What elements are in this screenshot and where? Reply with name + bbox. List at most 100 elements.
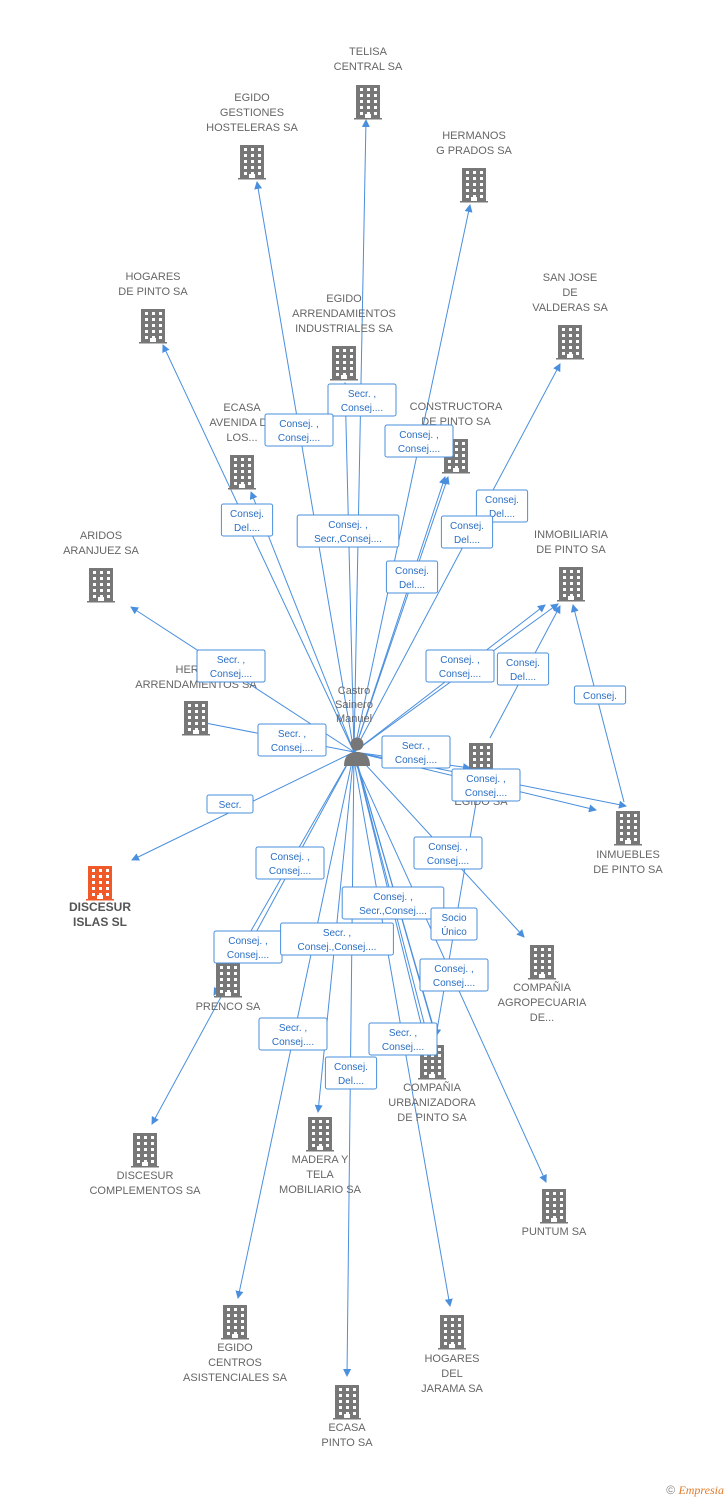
relation-label-inmuebles[interactable]: Consej. ,Consej.... xyxy=(451,768,521,802)
relation-label-aridos[interactable]: Secr. ,Consej.... xyxy=(196,649,266,683)
relation-text: Consej.Del.... xyxy=(450,521,484,546)
relation-text: Consej. ,Consej.... xyxy=(465,774,507,799)
relation-text: Secr. ,Consej.... xyxy=(395,741,437,766)
building-icon xyxy=(333,1385,361,1420)
copyright-symbol: © xyxy=(666,1483,676,1497)
person-icon xyxy=(344,737,370,766)
building-icon xyxy=(306,1117,334,1152)
relation-label-san-jose[interactable]: Consej.Del.... xyxy=(475,489,529,523)
relation-label-telisa[interactable]: Secr. ,Consej.... xyxy=(327,383,397,417)
relation-label-egido-gestiones[interactable]: Consej. ,Consej.... xyxy=(264,413,334,447)
company-node-prenco[interactable]: PRENCO SA xyxy=(196,963,261,1013)
building-icon xyxy=(221,1305,249,1340)
relation-label-constructora[interactable]: Consej.Del.... xyxy=(385,560,439,594)
relation-label-constructora[interactable]: Consej.Del.... xyxy=(440,515,494,549)
relation-text: Consej.Del.... xyxy=(395,566,429,591)
relation-label-discesur-comp[interactable]: Consej. ,Consej.... xyxy=(255,846,325,880)
relation-label-madera[interactable]: Secr. ,Consej.,Consej.... xyxy=(280,922,394,956)
building-icon xyxy=(238,145,266,180)
building-icon xyxy=(131,1133,159,1168)
copyright-notice: © Empresia xyxy=(666,1483,724,1498)
company-label-prenco: PRENCO SA xyxy=(196,1001,261,1013)
relation-text: Secr. ,Consej.... xyxy=(382,1028,424,1053)
relation-text: Secr. ,Consej.,Consej.... xyxy=(298,928,377,953)
relation-text: Secr. ,Consej.... xyxy=(271,729,313,754)
edge-line-egido-arrendamientos xyxy=(341,382,355,753)
relation-label-hero[interactable]: Secr. ,Consej.... xyxy=(257,723,327,757)
relation-label-inmobiliaria[interactable]: Consej.Del.... xyxy=(496,652,550,686)
relation-label-compania-agro[interactable]: Consej. ,Consej.... xyxy=(413,836,483,870)
building-icon xyxy=(528,945,556,980)
building-icon xyxy=(614,811,642,846)
company-label-puntum: PUNTUM SA xyxy=(522,1226,587,1238)
relation-label-compania-urb[interactable]: Consej. ,Secr.,Consej.... xyxy=(341,886,445,920)
relation-label-compania-urb[interactable]: Consej. ,Consej.... xyxy=(419,958,489,992)
relation-label-prenco[interactable]: Consej. ,Consej.... xyxy=(213,930,283,964)
relation-text: Consej. ,Consej.... xyxy=(427,842,469,867)
relation-label-inmo-egido[interactable]: Secr. ,Consej.... xyxy=(381,735,451,769)
edge-line-telisa xyxy=(353,119,370,753)
relation-text: Consej. ,Consej.... xyxy=(439,655,481,680)
company-node-puntum[interactable]: PUNTUM SA xyxy=(522,1189,587,1238)
relation-label-egido-centros[interactable]: Secr. ,Consej.... xyxy=(258,1017,328,1051)
edge-line-constructora xyxy=(353,476,447,753)
relation-label-discesur-islas[interactable]: Secr. xyxy=(206,794,254,814)
relation-label-hermanos-g-prados[interactable]: Consej. ,Consej.... xyxy=(384,424,454,458)
relation-text: Consej. ,Secr.,Consej.... xyxy=(359,892,427,917)
relation-label-inmobiliaria[interactable]: Consej. ,Consej.... xyxy=(425,649,495,683)
building-icon xyxy=(354,85,382,120)
relation-text: Consej. xyxy=(583,691,617,702)
relation-text: Consej.Del.... xyxy=(334,1062,368,1087)
building-icon xyxy=(139,309,167,344)
relation-label-ecasa-avenida[interactable]: Consej.Del.... xyxy=(220,503,274,537)
relation-label-egido-arrendamientos[interactable]: Consej. ,Secr.,Consej.... xyxy=(296,514,400,548)
relation-text: Secr. ,Consej.... xyxy=(210,655,252,680)
building-icon xyxy=(228,455,256,490)
edge-line-egido-gestiones xyxy=(254,181,355,753)
relation-text: Consej. ,Consej.... xyxy=(398,430,440,455)
building-icon xyxy=(556,325,584,360)
relation-label-inmuebles[interactable]: Consej. xyxy=(573,685,627,705)
relation-text: Secr. xyxy=(219,800,242,811)
relation-label-compania-urb[interactable]: Secr. ,Consej.... xyxy=(368,1022,438,1056)
building-icon xyxy=(214,963,242,998)
relation-label-ecasa-pinto[interactable]: Consej.Del.... xyxy=(324,1056,378,1090)
